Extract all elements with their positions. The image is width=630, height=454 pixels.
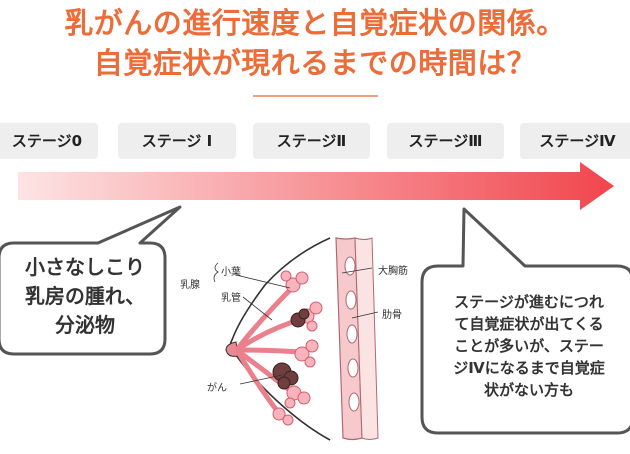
cancer-masses bbox=[272, 308, 310, 390]
left-bubble-text: 小さなしこり 乳房の腫れ、 分泌物 bbox=[10, 253, 160, 340]
left-bubble-line2: 乳房の腫れ、 bbox=[24, 284, 146, 308]
right-bubble-text: ステージが進むにつれ て自覚症状が出てくる ことが多いが、ステー ジⅣになるまで… bbox=[432, 291, 626, 401]
page-title-line1: 乳がんの進行速度と自覚症状の関係。 bbox=[64, 6, 566, 40]
left-bubble-line3: 分泌物 bbox=[55, 313, 115, 337]
label-duct: 乳管 bbox=[221, 293, 241, 304]
stage-4-label: ステージⅣ bbox=[520, 123, 630, 159]
progression-arrow bbox=[18, 162, 614, 210]
page-title-line2: 自覚症状が現れるまでの時間は？ bbox=[93, 46, 537, 80]
label-rib: 肋骨 bbox=[382, 310, 402, 321]
label-lobule: 小葉 bbox=[221, 267, 241, 278]
left-bubble-line1: 小さなしこり bbox=[25, 255, 145, 279]
arrow-shape bbox=[18, 162, 614, 210]
stage-3-label: ステージⅢ bbox=[387, 123, 504, 159]
breast-anatomy-illustration bbox=[213, 237, 379, 441]
nipple bbox=[225, 341, 239, 357]
stage-2-label: ステージⅡ bbox=[253, 123, 370, 159]
right-bubble-line5: 状がない方も bbox=[483, 381, 574, 399]
left-speech-bubble bbox=[0, 205, 182, 356]
right-speech-bubble bbox=[420, 207, 630, 435]
label-pectoralis: 大胸筋 bbox=[378, 266, 408, 277]
right-bubble-line4: ジⅣになるまで自覚症 bbox=[453, 359, 605, 377]
right-bubble-line1: ステージが進むにつれ bbox=[454, 293, 604, 311]
stage-0-label: ステージ0 bbox=[0, 123, 98, 159]
right-bubble-line3: ことが多いが、ステー bbox=[454, 337, 604, 355]
title-divider bbox=[253, 95, 378, 97]
lobules bbox=[272, 270, 323, 426]
stage-1-label: ステージ I bbox=[118, 123, 236, 159]
rib-icons bbox=[344, 256, 360, 412]
label-cancer: がん bbox=[207, 383, 227, 394]
right-bubble-line2: て自覚症状が出てくる bbox=[454, 315, 604, 333]
label-mammary-gland: 乳腺 bbox=[180, 280, 200, 291]
